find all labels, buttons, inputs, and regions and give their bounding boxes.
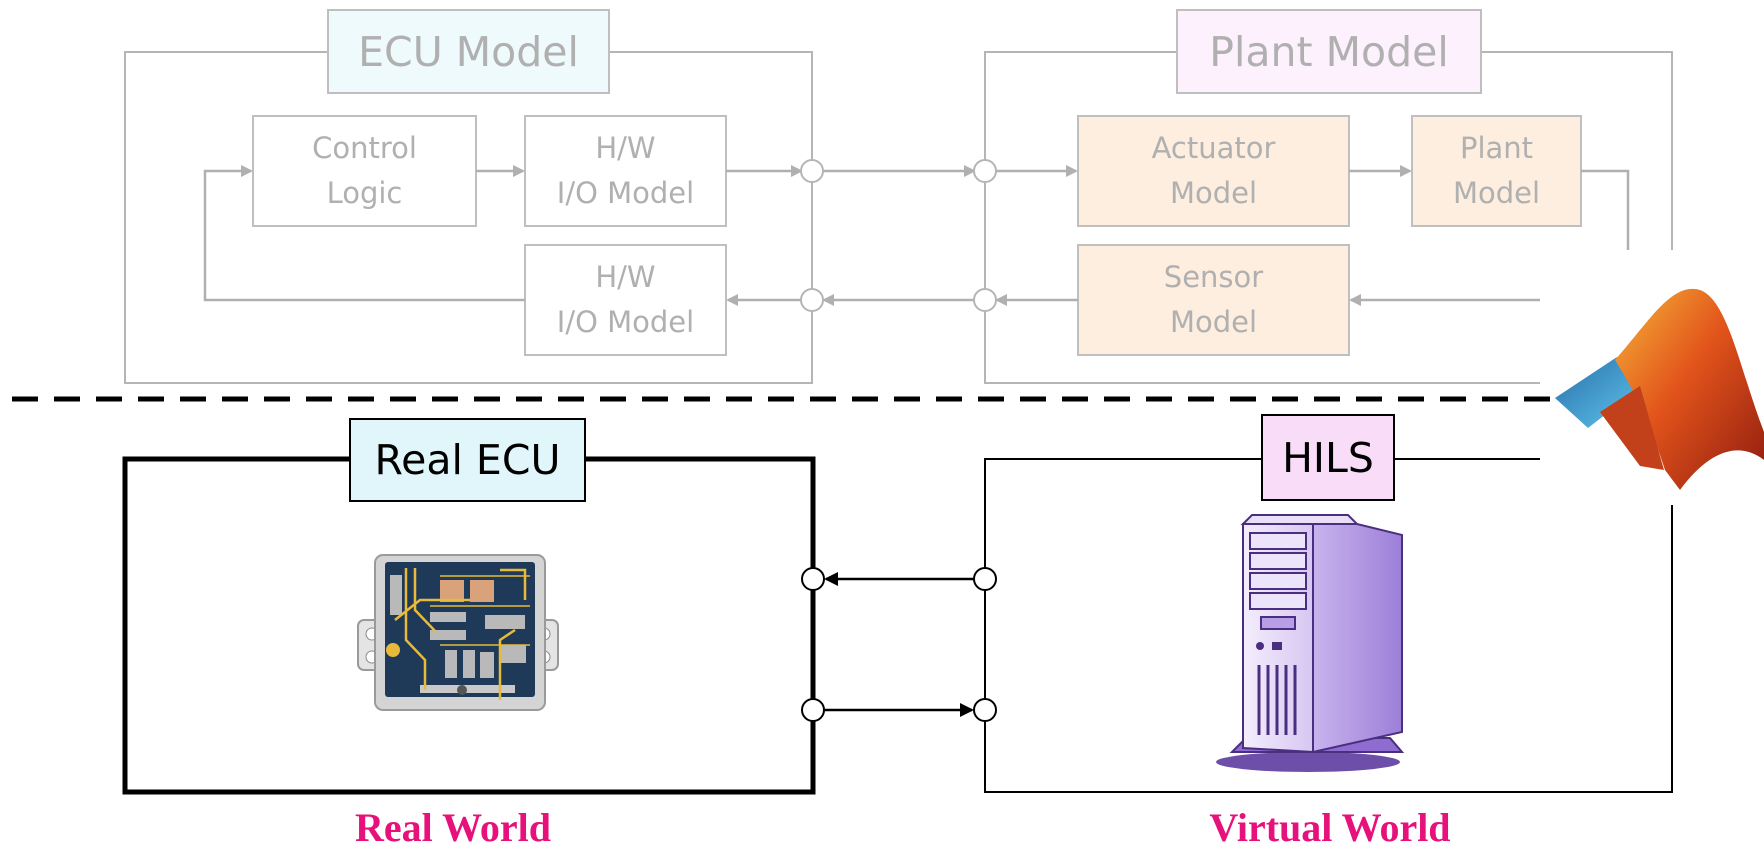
hw-io-model-out-box <box>524 115 727 227</box>
real-ecu-title-box <box>349 418 586 502</box>
actuator-model-label: Actuator Model <box>1151 131 1276 210</box>
real-ecu-group <box>122 418 816 795</box>
ecu-model-title-box <box>327 9 610 94</box>
plant-model-block-box <box>1411 115 1582 227</box>
hw-io-model-out-label: H/W I/O Model <box>556 131 695 210</box>
real-ecu-title: Real ECU <box>374 436 561 484</box>
hw-io-model-in-label: H/W I/O Model <box>556 260 695 339</box>
plant-model-block-label: Plant Model <box>1452 131 1541 210</box>
server-tower-icon <box>1216 514 1405 772</box>
control-logic-box <box>252 115 477 227</box>
plant-model-title: Plant Model <box>1209 27 1449 76</box>
hils-title-box <box>1261 414 1395 501</box>
real-ecu-frame <box>122 456 816 795</box>
real-connection-ports <box>801 567 997 722</box>
plant-model-frame <box>984 51 1673 384</box>
virtual-world-label: Virtual World <box>1209 804 1451 850</box>
hils-title: HILS <box>1282 433 1374 482</box>
actuator-model-box <box>1077 115 1350 227</box>
real-signal-lines <box>824 572 974 717</box>
ecu-model-group <box>124 9 813 384</box>
ecu-circuit-board-icon <box>357 554 559 711</box>
hils-group <box>984 414 1673 793</box>
plant-model-title-box <box>1176 9 1482 94</box>
model-signal-lines <box>203 165 1630 306</box>
hils-frame <box>984 458 1673 793</box>
real-world-label: Real World <box>355 804 551 850</box>
sensor-model-label: Sensor Model <box>1163 260 1264 339</box>
ecu-model-frame <box>124 51 813 384</box>
ecu-model-title: ECU Model <box>358 27 579 76</box>
model-connection-ports <box>800 159 997 312</box>
control-logic-label: Control Logic <box>312 131 417 210</box>
matlab-logo-icon <box>1555 288 1764 490</box>
plant-model-group <box>984 9 1673 384</box>
